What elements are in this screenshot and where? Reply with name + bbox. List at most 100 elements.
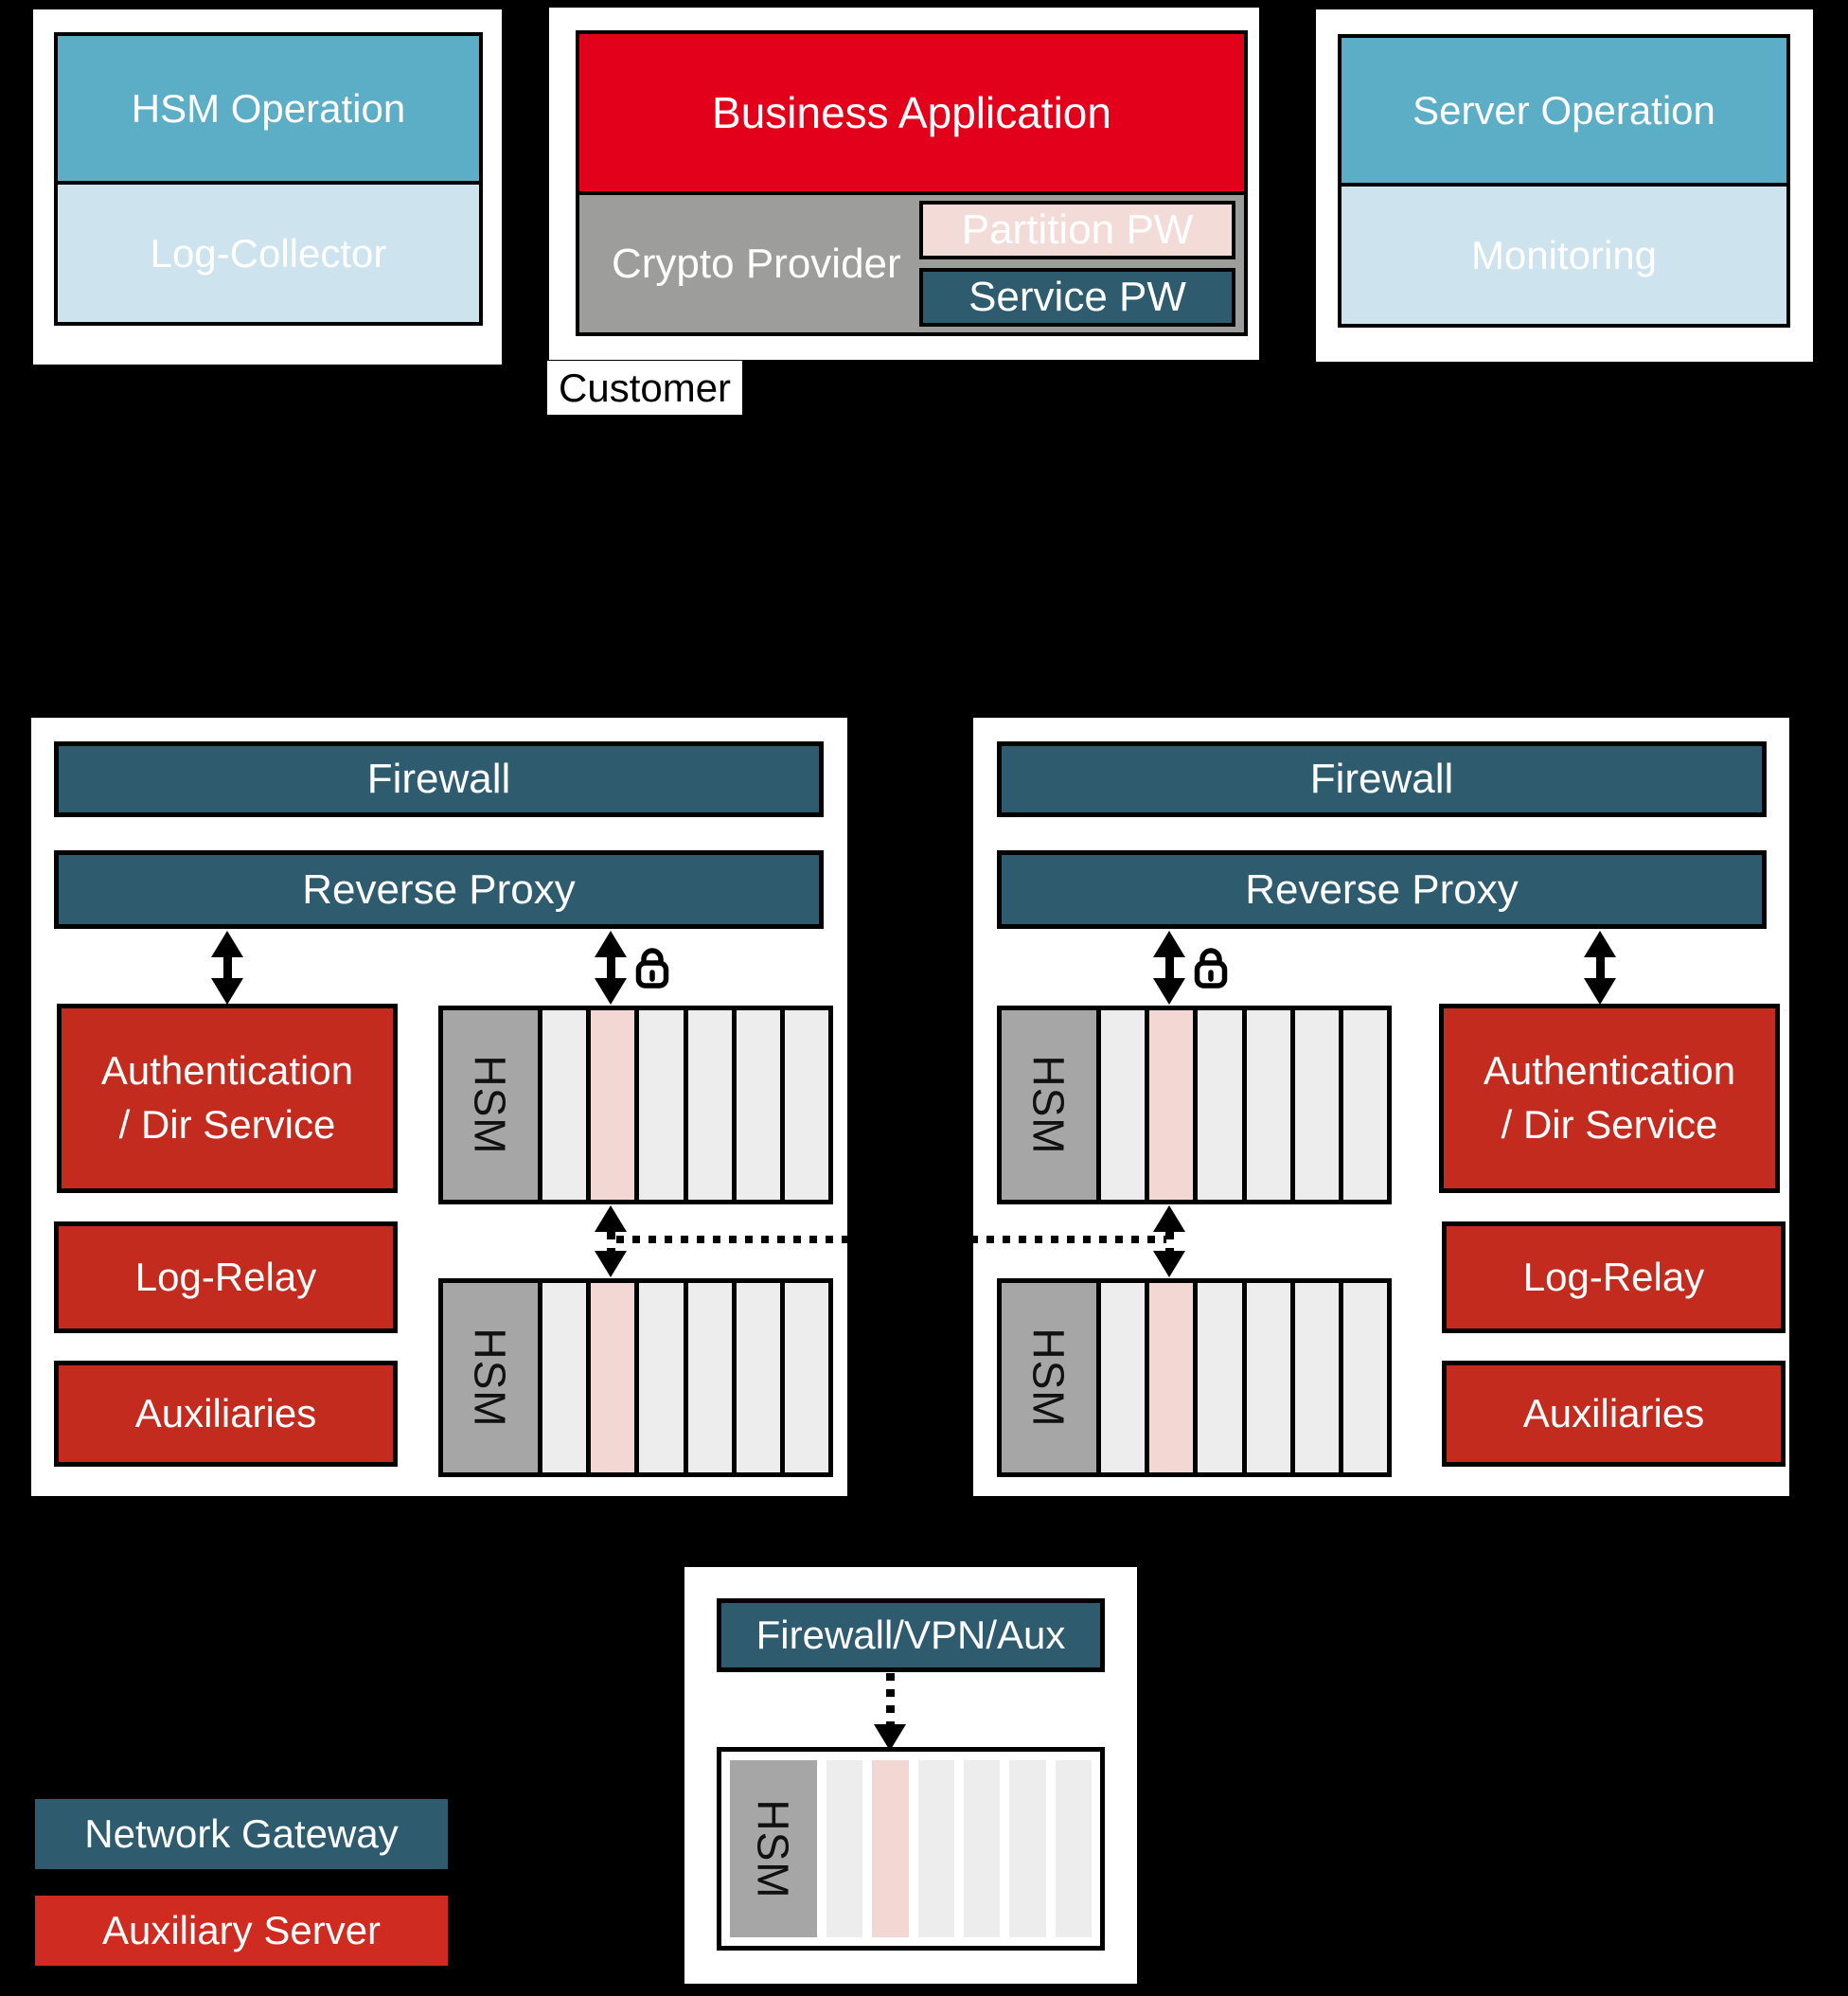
arrow-up-icon: [595, 1205, 627, 1232]
arrow-dashed-shaft: [606, 1232, 615, 1251]
hsm-slot-pink: [1145, 1010, 1194, 1200]
firewall-bar-left: Firewall: [54, 741, 824, 817]
hsm-slot-plain: [1241, 1010, 1290, 1200]
hsm-slot-plain: [634, 1010, 684, 1200]
arrow-proxy-hsm-right: [1153, 931, 1185, 1005]
hsm-operation-stack: HSM Operation Log-Collector: [54, 32, 483, 326]
edge-gateway-panel: Firewall/VPN/Aux HSM: [684, 1567, 1137, 1984]
arrow-down-icon: [595, 978, 627, 1005]
hsm-rack-right-top: HSM: [997, 1006, 1392, 1204]
hsm-slot-plain: [1338, 1010, 1388, 1200]
hsm-rack-label-cell: HSM: [730, 1760, 817, 1937]
arrow-up-icon: [1153, 931, 1185, 957]
lock-icon: [635, 948, 669, 989]
crypto-provider-box: Crypto Provider Partition PW Service PW: [579, 191, 1244, 332]
hsm-slot-plain: [1193, 1010, 1242, 1200]
arrow-shaft: [1164, 957, 1174, 978]
arrow-proxy-hsm-left: [595, 931, 627, 1005]
hsm-slot-plain: [1055, 1760, 1092, 1937]
hsm-slot-plain: [1289, 1010, 1339, 1200]
hsm-operation-panel: HSM Operation Log-Collector: [33, 9, 502, 365]
log-collector-box: Log-Collector: [58, 181, 479, 322]
arrow-up-icon: [211, 931, 243, 957]
crypto-provider-label: Crypto Provider: [612, 240, 901, 287]
arrow-hsm-sync-left: [595, 1205, 627, 1277]
business-application-box: Business Application: [579, 34, 1244, 191]
arrow-gateway-hsm: [874, 1673, 906, 1751]
arrow-up-icon: [1153, 1205, 1185, 1232]
reverse-proxy-bar-right: Reverse Proxy: [997, 850, 1767, 929]
arrow-down-icon: [1584, 978, 1616, 1005]
arrow-hsm-sync-right: [1153, 1205, 1185, 1277]
firewall-vpn-aux-bar: Firewall/VPN/Aux: [717, 1598, 1105, 1672]
service-pw-box: Service PW: [919, 268, 1235, 327]
hsm-rack-label: HSM: [1024, 1328, 1075, 1428]
business-application-panel: Business Application Crypto Provider Par…: [549, 8, 1259, 360]
customer-label: Customer: [547, 361, 743, 415]
datacenter-right-panel: Firewall Reverse Proxy HSM Authenticatio…: [973, 718, 1789, 1496]
hsm-rack-left-top: HSM: [438, 1006, 833, 1204]
auth-line2: / Dir Service: [1501, 1102, 1718, 1147]
hsm-rack-label-cell: HSM: [443, 1283, 538, 1472]
datacenter-left-panel: Firewall Reverse Proxy Authentication / …: [31, 718, 847, 1496]
hsm-operation-title: HSM Operation: [58, 36, 479, 181]
arrow-proxy-auth-right: [1584, 931, 1616, 1005]
hsm-rack-label-cell: HSM: [1002, 1283, 1096, 1472]
hsm-slot-pink: [872, 1760, 909, 1937]
hsm-slot-pink: [1145, 1283, 1194, 1472]
hsm-rack-label: HSM: [749, 1798, 799, 1899]
arrow-shaft: [222, 957, 232, 978]
hsm-rack-label-cell: HSM: [443, 1010, 538, 1200]
hsm-replication-dotted-line: [616, 1236, 1166, 1243]
hsm-rack-edge: HSM: [717, 1747, 1105, 1951]
arrow-up-icon: [595, 931, 627, 957]
hsm-slot-plain: [826, 1760, 863, 1937]
arrow-shaft: [606, 957, 615, 978]
hsm-slot-plain: [779, 1010, 829, 1200]
hsm-slot-plain: [634, 1283, 684, 1472]
hsm-slot-plain: [1096, 1283, 1146, 1472]
arrow-up-icon: [1584, 931, 1616, 957]
arrow-dashed-shaft: [1164, 1232, 1174, 1251]
auth-dir-service-right: Authentication / Dir Service: [1439, 1004, 1780, 1193]
hsm-slot-plain: [1241, 1283, 1290, 1472]
log-relay-right: Log-Relay: [1442, 1221, 1786, 1333]
hsm-slot-pink: [586, 1283, 635, 1472]
server-operation-title: Server Operation: [1342, 38, 1786, 183]
server-operation-stack: Server Operation Monitoring: [1338, 34, 1790, 328]
legend-auxiliary-server: Auxiliary Server: [35, 1896, 448, 1966]
lock-icon: [1194, 948, 1228, 989]
hsm-slot-plain: [1338, 1283, 1388, 1472]
hsm-slot-plain: [1009, 1760, 1046, 1937]
monitoring-box: Monitoring: [1342, 183, 1786, 324]
hsm-rack-label: HSM: [466, 1055, 516, 1155]
arrow-down-icon: [874, 1724, 906, 1751]
firewall-bar-right: Firewall: [997, 741, 1767, 817]
partition-pw-box: Partition PW: [919, 201, 1235, 259]
auth-dir-service-left: Authentication / Dir Service: [57, 1004, 398, 1193]
hsm-slot-plain: [1289, 1283, 1339, 1472]
hsm-rack-label: HSM: [1024, 1055, 1075, 1155]
arrow-proxy-auth-left: [211, 931, 243, 1005]
hsm-rack-right-bottom: HSM: [997, 1278, 1392, 1477]
hsm-rack-label: HSM: [466, 1328, 516, 1428]
hsm-slot-plain: [779, 1283, 829, 1472]
auth-line1: Authentication: [1483, 1048, 1736, 1094]
arrow-down-icon: [1153, 978, 1185, 1005]
auth-line2: / Dir Service: [118, 1102, 336, 1147]
hsm-slot-pink: [586, 1010, 635, 1200]
arrow-down-icon: [1153, 1251, 1185, 1277]
hsm-rack-label-cell: HSM: [1002, 1010, 1096, 1200]
hsm-slot-plain: [731, 1283, 780, 1472]
hsm-slot-plain: [538, 1283, 587, 1472]
hsm-slot-plain: [683, 1010, 732, 1200]
hsm-slot-plain: [917, 1760, 954, 1937]
log-relay-left: Log-Relay: [54, 1221, 398, 1333]
server-operation-panel: Server Operation Monitoring: [1316, 9, 1813, 362]
legend-network-gateway: Network Gateway: [35, 1799, 448, 1869]
hsm-slot-plain: [1193, 1283, 1242, 1472]
arrow-shaft: [1595, 957, 1605, 978]
hsm-slot-plain: [538, 1010, 587, 1200]
password-stack: Partition PW Service PW: [919, 201, 1235, 327]
